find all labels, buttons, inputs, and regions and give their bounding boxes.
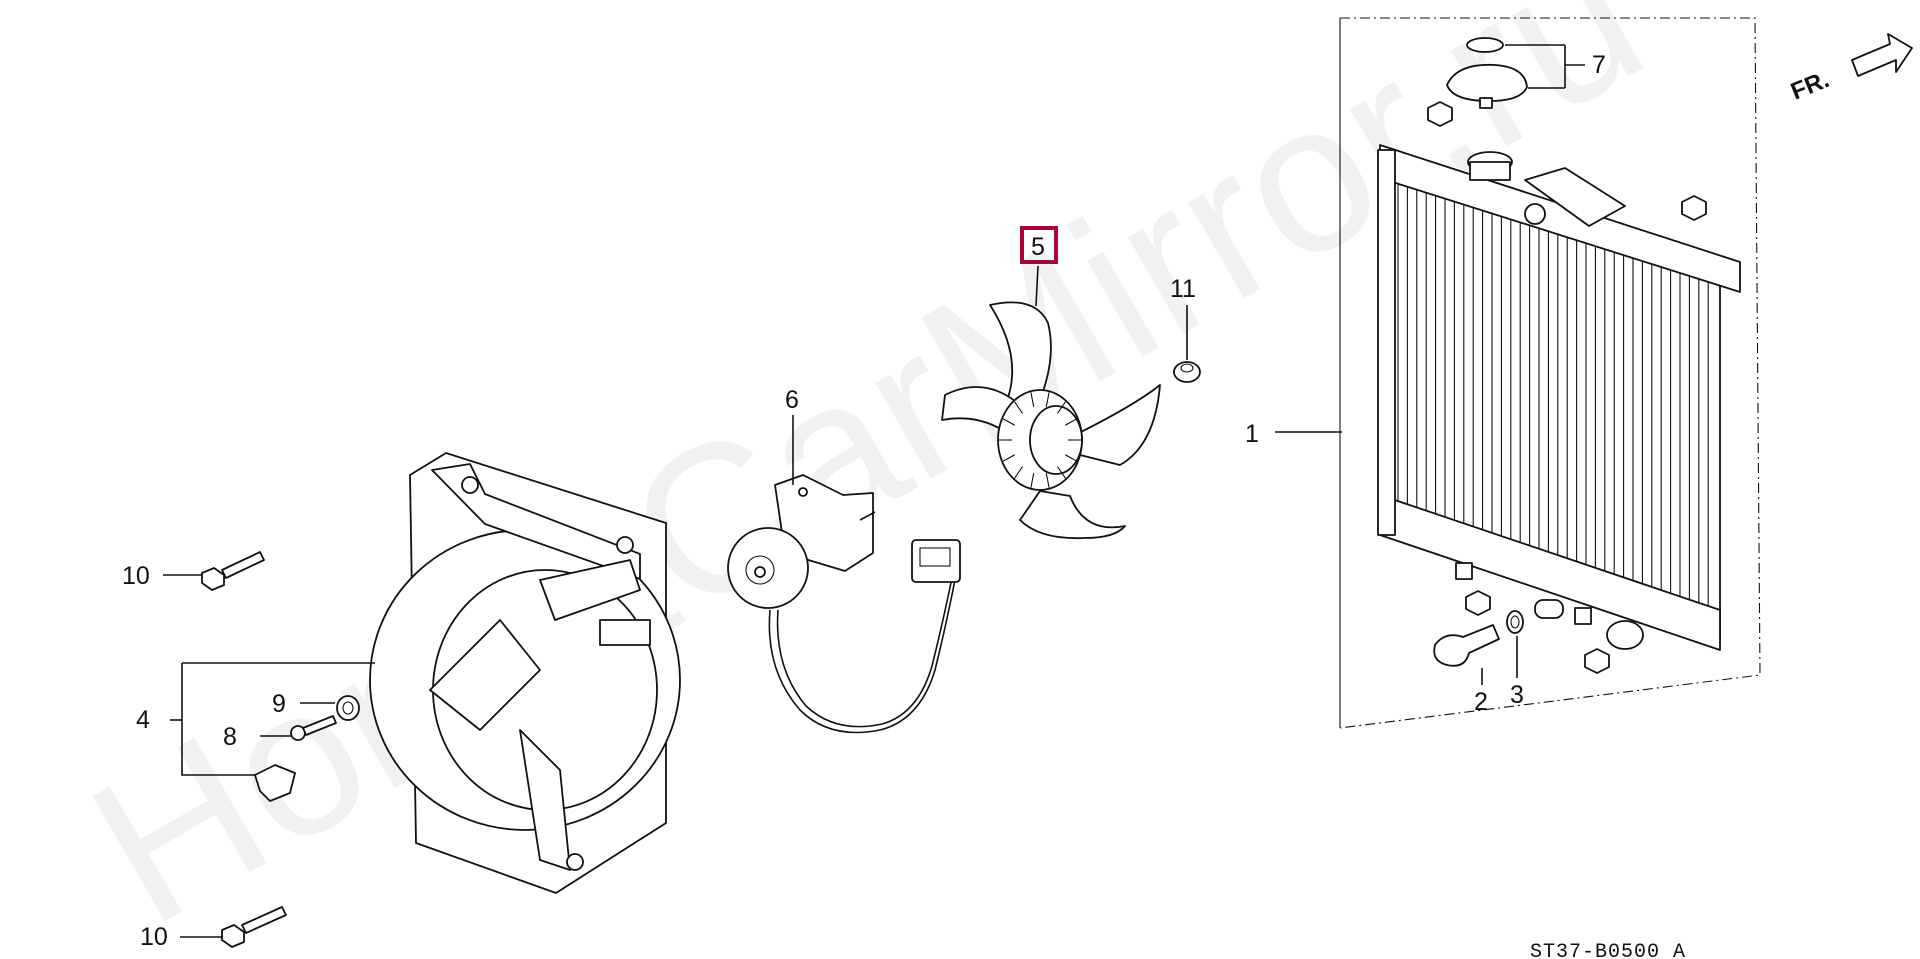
fan-hub-rib	[1057, 466, 1067, 479]
tapping-screw[interactable]	[290, 715, 337, 741]
callout-6[interactable]: 6	[785, 386, 799, 414]
flange-bolt-upper[interactable]	[201, 551, 265, 591]
callout-11[interactable]: 11	[1170, 275, 1196, 303]
radiator-cap[interactable]	[1446, 37, 1528, 109]
callout-10-upper[interactable]: 10	[122, 562, 150, 590]
fan-hub-rib	[1013, 401, 1023, 414]
nut-top-right[interactable]	[1681, 195, 1707, 221]
fan-hub-rib	[1045, 392, 1050, 407]
mount-grommet[interactable]	[1173, 361, 1201, 383]
shroud-clip[interactable]	[254, 764, 296, 802]
radiator-assembly[interactable]	[1339, 17, 1761, 729]
flange-bolt-lower[interactable]	[221, 906, 287, 948]
callout-5[interactable]: 5	[1031, 233, 1045, 261]
drain-bush[interactable]	[1534, 599, 1564, 619]
drawing-code: ST37-B0500 A	[1530, 941, 1686, 959]
fan-hub-rib	[1057, 401, 1067, 414]
nut-bottom-right[interactable]	[1584, 648, 1610, 674]
callout-10-lower[interactable]: 10	[140, 923, 168, 951]
selected-part-highlight	[1020, 226, 1058, 264]
drain-plug-o-ring[interactable]	[1506, 610, 1524, 634]
callout-2[interactable]: 2	[1474, 688, 1488, 716]
callout-1[interactable]: 1	[1245, 420, 1259, 448]
nut-bottom-left[interactable]	[1465, 590, 1491, 616]
nut-top-left[interactable]	[1427, 101, 1453, 127]
fan-hub-rib	[1002, 454, 1016, 462]
fan-hub-rib	[1064, 418, 1078, 426]
fan-blade[interactable]	[941, 301, 1161, 540]
fan-hub-rib	[1045, 473, 1050, 488]
front-direction-label: FR.	[1787, 66, 1833, 106]
fan-hub-rib	[1002, 418, 1016, 426]
callout-9[interactable]: 9	[272, 690, 286, 718]
fan-hub-rib	[1030, 392, 1035, 407]
rubber-washer[interactable]	[336, 695, 360, 721]
callout-3[interactable]: 3	[1510, 681, 1524, 709]
callout-7[interactable]: 7	[1592, 51, 1606, 79]
fan-hub-rib	[1030, 473, 1035, 488]
front-direction-arrow	[1851, 33, 1913, 77]
drain-plug[interactable]	[1433, 624, 1500, 667]
fan-motor[interactable]	[727, 474, 961, 734]
callout-4[interactable]: 4	[136, 706, 150, 734]
fan-shroud[interactable]	[369, 452, 681, 894]
fan-hub-rib	[1013, 466, 1023, 479]
callout-8[interactable]: 8	[223, 723, 237, 751]
fan-hub-rib	[1064, 454, 1078, 462]
